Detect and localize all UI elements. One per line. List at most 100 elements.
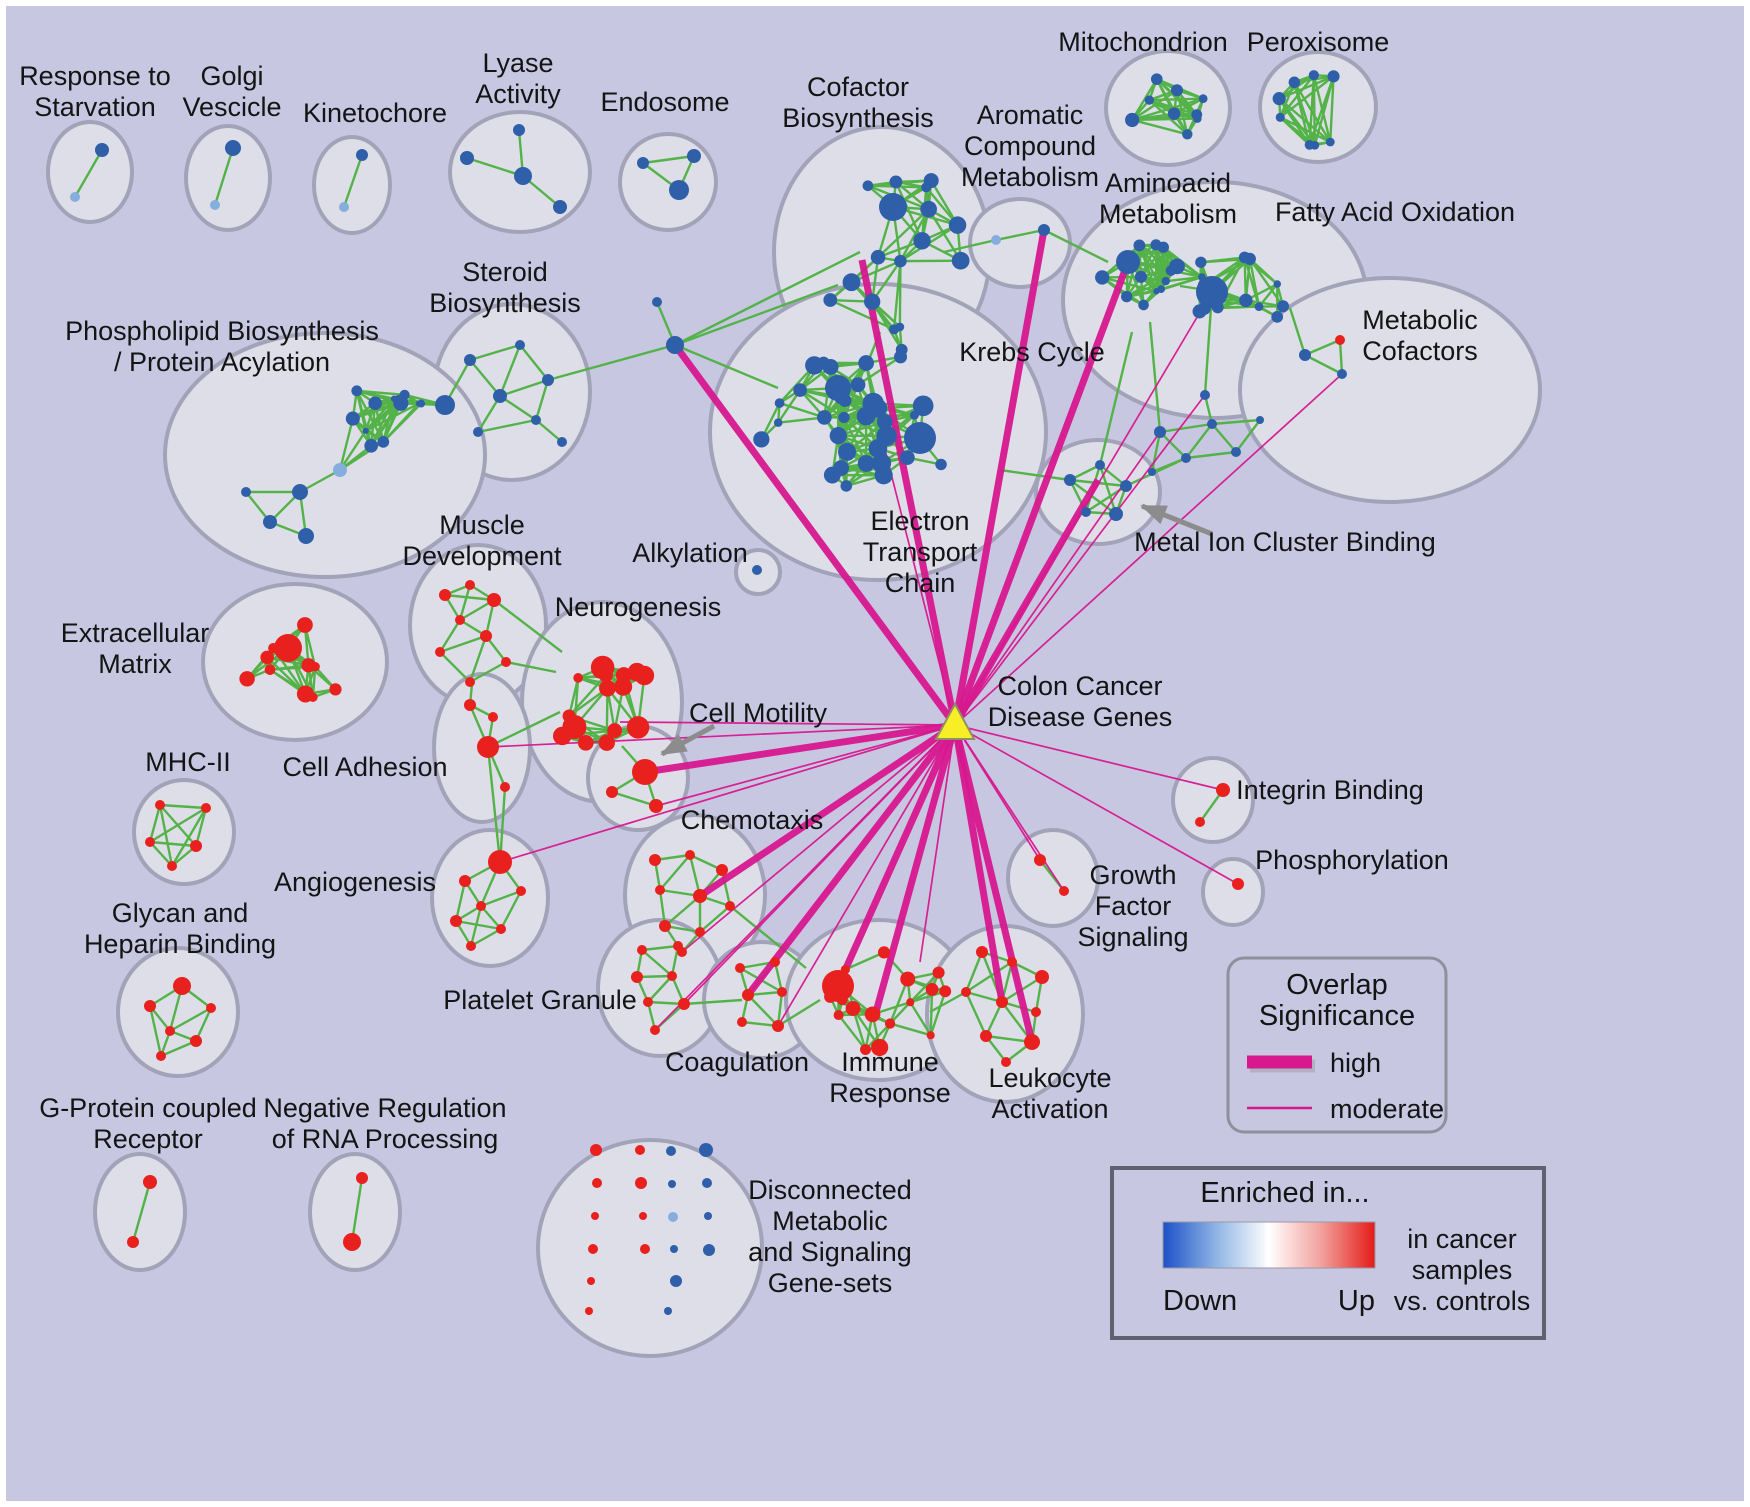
edge-green (927, 208, 962, 262)
edge-green (965, 960, 1013, 994)
edge-green-intercluster (943, 238, 997, 254)
edge-green (642, 154, 695, 165)
gene-set-node-connector-node (652, 297, 662, 307)
edge-green-intercluster (674, 283, 839, 347)
gene-set-node-chemotaxis (649, 854, 661, 866)
edge-green (647, 975, 673, 1003)
label-mitochondrion: Mitochondrion (1058, 27, 1228, 57)
gene-set-node-steroid-biosynthesis (464, 354, 476, 366)
gene-set-node-phospholipid-biosynthesis (241, 487, 251, 497)
edge-green (439, 651, 471, 683)
edge-green (470, 927, 502, 948)
gene-set-node-electron-transport-chain (900, 450, 915, 465)
cluster-ellipse-integrin-binding (1171, 756, 1255, 844)
edge-green (892, 261, 902, 330)
gene-set-node-neurogenesis (552, 726, 572, 746)
edge-green (1098, 464, 1118, 515)
edge-green (641, 949, 673, 977)
edge-green (1211, 418, 1261, 426)
gene-set-node-golgi-vescicle (210, 200, 220, 210)
edge-green-intercluster (486, 746, 502, 863)
gene-set-node-platelet-granule (650, 1025, 660, 1035)
gene-set-node-peroxisome (1327, 70, 1340, 83)
gene-set-node-electron-transport-chain (753, 431, 770, 448)
edge-green (857, 355, 902, 386)
label-mhc-ii: MHC-II (145, 747, 230, 777)
edge-green (499, 378, 549, 398)
gene-set-node-metal-ion-cluster-binding (1109, 507, 1123, 521)
gene-set-node-phospholipid-biosynthesis (435, 395, 455, 415)
edge-green (1131, 97, 1204, 122)
gene-set-node-golgi-vescicle (225, 140, 241, 156)
edge-green-intercluster (1288, 307, 1307, 356)
edge-green (877, 208, 930, 259)
gene-set-node-disconnected-gene-sets (592, 1178, 602, 1188)
gene-set-node-phospholipid-biosynthesis (415, 400, 422, 407)
gene-set-node-fatty-acid-oxidation (1273, 280, 1282, 288)
edge-green (534, 379, 550, 421)
gene-set-node-metal-ion-cluster-binding (1081, 507, 1091, 517)
gene-set-node-glycan-heparin-binding (144, 1000, 156, 1012)
edge-green (444, 593, 495, 602)
gene-set-node-peroxisome (1272, 92, 1286, 106)
gene-set-node-extracellular-matrix (260, 650, 275, 665)
gene-set-node-disconnected-gene-sets (668, 1212, 678, 1222)
gene-set-node-phospholipid-biosynthesis (362, 427, 369, 434)
cluster-ellipse-disconnected-gene-sets (536, 1138, 764, 1358)
gene-set-node-immune-response (925, 983, 939, 996)
gene-set-node-extracellular-matrix (329, 683, 342, 696)
edge-overlap-high (644, 721, 956, 776)
gene-set-node-mhc-ii (190, 840, 202, 852)
gene-set-node-angiogenesis (466, 941, 476, 951)
gene-set-node-electron-transport-chain (774, 398, 785, 408)
gene-set-node-g-protein-coupled-receptor (143, 1175, 157, 1189)
gene-set-node-mhc-ii (201, 803, 211, 813)
gene-set-node-extracellular-matrix (274, 634, 302, 662)
edge-overlap-moderate (655, 724, 956, 807)
gene-set-node-muscle-development (487, 593, 501, 607)
edge-green (480, 905, 502, 930)
edge-green (148, 1005, 163, 1057)
edge-green-intercluster (777, 998, 821, 1028)
gene-set-node-electron-transport-chain (850, 377, 866, 393)
label-neurogenesis: Neurogenesis (555, 592, 722, 622)
gene-set-node-extracellular-matrix (264, 664, 276, 675)
edge-green (699, 905, 731, 933)
gene-set-node-mitochondrion (1125, 112, 1140, 128)
edge-green (1138, 244, 1167, 282)
gene-set-node-chemotaxis (685, 850, 695, 860)
gene-set-node-mhc-ii (155, 800, 165, 810)
gene-set-node-aminoacid-metabolism (1161, 276, 1170, 286)
gene-set-node-neurogenesis (634, 665, 655, 686)
legend-enrichment-title: Enriched in... (1200, 1177, 1369, 1209)
gene-set-node-phospholipid-biosynthesis (377, 435, 390, 448)
gene-set-node-aminoacid-metabolism (1121, 290, 1133, 303)
gene-set-node-muscle-development (501, 657, 511, 667)
edge-green (499, 890, 523, 930)
gene-set-node-angiogenesis (459, 875, 471, 887)
edge-green (338, 418, 355, 471)
gene-set-node-aromatic-compound-metabolism (1038, 224, 1050, 236)
cluster-ellipse-golgi-vescicle (184, 124, 272, 232)
colon-cancer-disease-genes-hub (934, 701, 976, 740)
edge-green (213, 147, 235, 206)
edge-green (670, 945, 680, 977)
gene-set-node-metal-ion-cluster-binding (1120, 480, 1132, 492)
gene-set-node-mhc-ii (167, 861, 177, 871)
cluster-ellipse-peroxisome (1258, 50, 1378, 164)
gene-set-node-coagulation (777, 987, 787, 997)
gene-set-node-platelet-granule (673, 941, 683, 951)
gene-set-node-negative-regulation-of-rna-processing (356, 1172, 368, 1184)
edge-green-intercluster (674, 250, 861, 347)
label-coagulation: Coagulation (665, 1047, 809, 1077)
gene-set-node-cofactor-biosynthesis (948, 216, 967, 234)
edge-green (659, 854, 691, 891)
edge-overlap-high (951, 229, 1048, 726)
edge-green (1149, 97, 1204, 102)
gene-set-node-metabolic-scatter (1154, 426, 1166, 438)
